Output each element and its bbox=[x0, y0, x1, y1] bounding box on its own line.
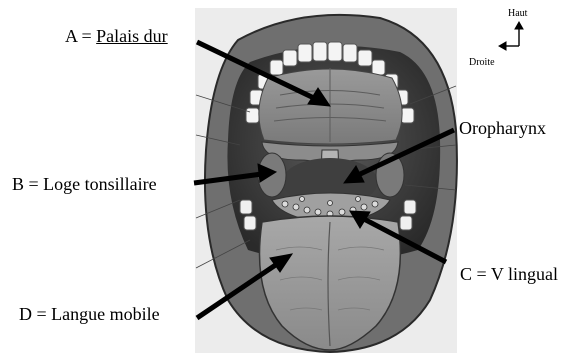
label-c: C = V lingual bbox=[460, 265, 558, 283]
label-d: D = Langue mobile bbox=[19, 305, 160, 323]
orientation-compass bbox=[499, 22, 523, 50]
orientation-up-label: Haut bbox=[508, 9, 527, 19]
orientation-right-label: Droite bbox=[469, 58, 495, 68]
label-oropharynx: Oropharynx bbox=[459, 119, 546, 137]
label-a: A = Palais dur bbox=[65, 27, 168, 45]
label-b: B = Loge tonsillaire bbox=[12, 175, 157, 193]
label-a-term: Palais dur bbox=[96, 26, 168, 46]
label-a-prefix: A = bbox=[65, 26, 96, 46]
